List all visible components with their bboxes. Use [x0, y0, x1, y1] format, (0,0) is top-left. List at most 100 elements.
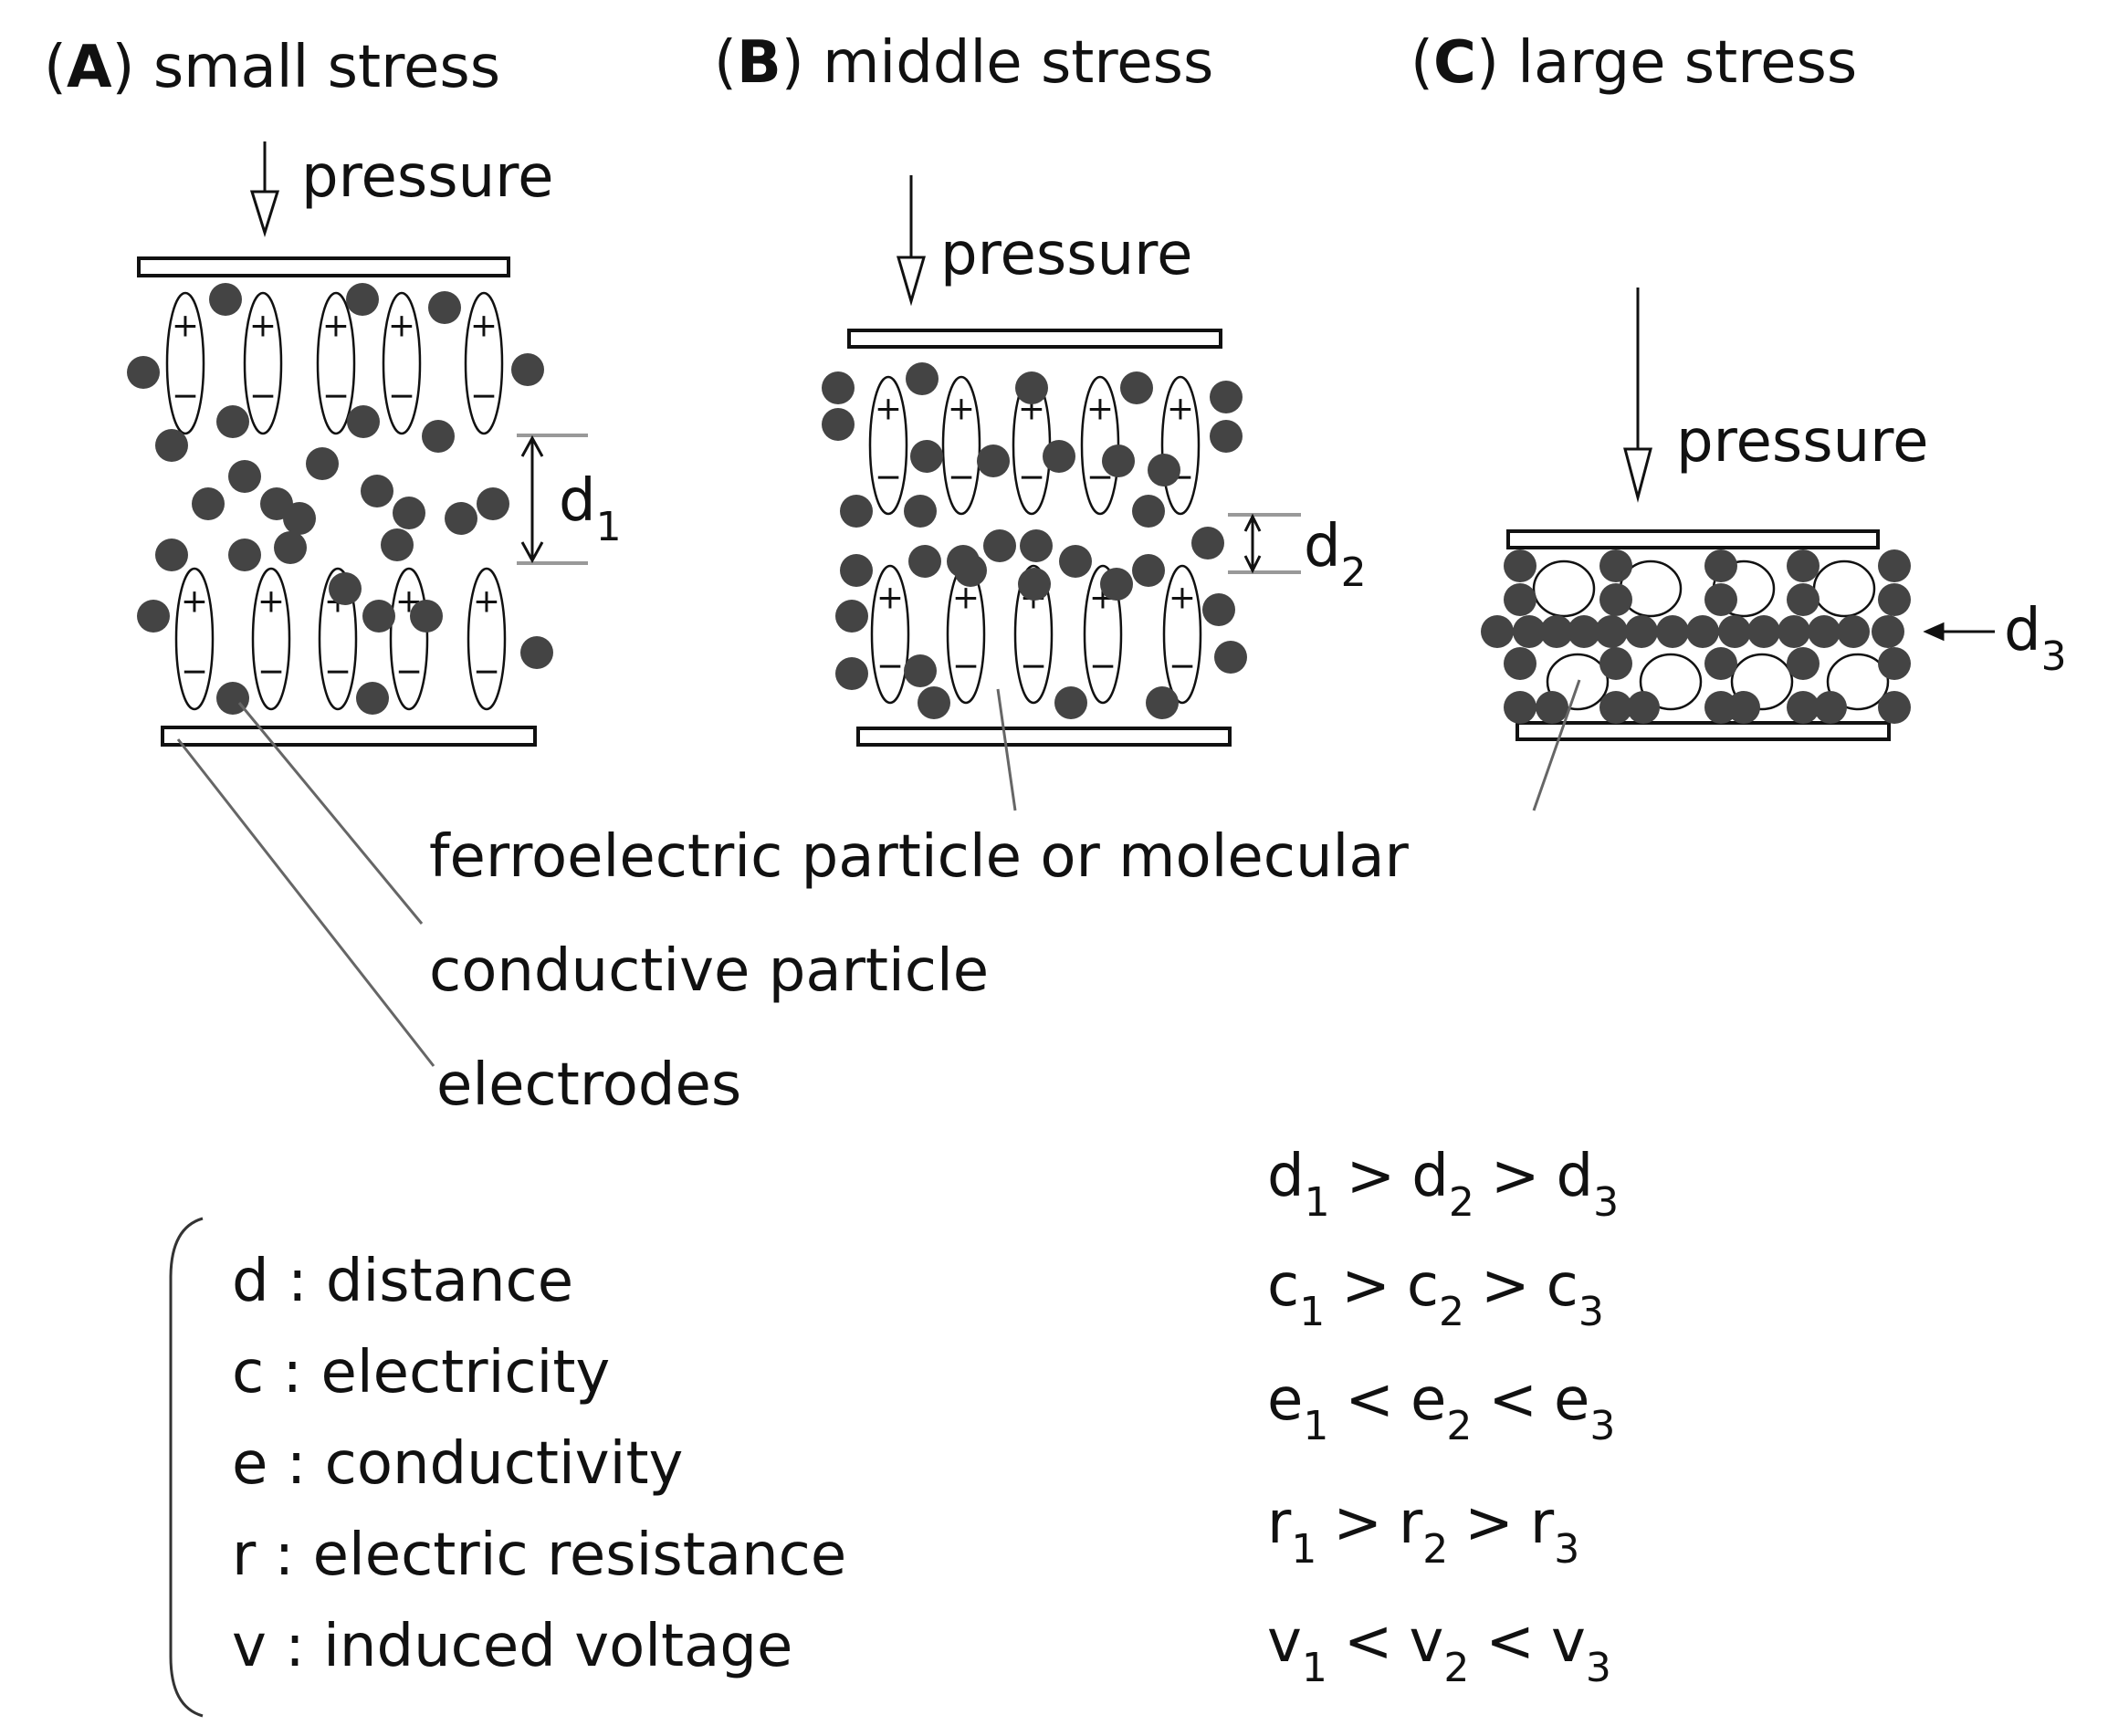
conductive-particle — [1878, 583, 1911, 616]
panel-b-title: (B) middle stress — [714, 29, 1213, 97]
ferroelectric-particle: +− — [1080, 375, 1120, 516]
conductive-particle — [1536, 691, 1568, 724]
leader-lines — [176, 679, 1581, 1067]
minus-sign: − — [322, 378, 350, 415]
conductive-particle — [1059, 545, 1092, 578]
ferroelectric-particle: +− — [941, 375, 981, 516]
conductive-particle — [822, 408, 855, 441]
ferroelectric-particles-a: +−+−+−+−+−+−+−+−+−+− — [165, 291, 507, 711]
conductive-particle — [209, 283, 242, 316]
electrode-bottom-a — [161, 726, 537, 747]
conductive-particle — [228, 460, 261, 493]
conductive-particle — [1214, 641, 1247, 674]
plus-sign: + — [1169, 580, 1196, 617]
legend-bracket — [169, 1217, 204, 1718]
ferroelectric-particle: +− — [165, 291, 205, 435]
minus-sign: − — [324, 654, 351, 691]
pressure-arrow-c — [1623, 288, 1652, 503]
legend-item: r : electric resistance — [232, 1522, 846, 1589]
minus-sign: − — [1169, 648, 1196, 685]
conductive-particle — [1018, 568, 1051, 601]
conductive-particle — [918, 686, 950, 719]
panel-b: pressure +−+−+−+−+−+−+−+−+−+− d2 — [822, 175, 1367, 747]
plus-sign: + — [470, 308, 498, 345]
conductive-particle — [954, 554, 987, 587]
conductive-particle — [393, 497, 425, 529]
conductive-particle — [1704, 691, 1737, 724]
electrode-bottom-b — [856, 727, 1232, 747]
conductive-particle — [306, 447, 339, 480]
ferroelectric-particles-b: +−+−+−+−+−+−+−+−+−+− — [868, 375, 1202, 705]
conductive-particle — [1627, 691, 1660, 724]
ferroelectric-particle: +− — [1162, 564, 1202, 705]
minus-sign: − — [388, 378, 415, 415]
plus-sign: + — [322, 308, 350, 345]
conductive-particle — [1504, 583, 1536, 616]
plus-sign: + — [473, 583, 500, 621]
conductive-particles-a — [127, 283, 553, 715]
ferroelectric-particle: +− — [316, 291, 356, 435]
conductive-particle — [1727, 691, 1760, 724]
conductive-particle — [977, 444, 1010, 477]
conductive-particle — [228, 539, 261, 571]
conductive-particle — [1787, 647, 1820, 680]
minus-sign: − — [875, 459, 902, 497]
minus-sign: − — [1089, 648, 1117, 685]
electrode-top-c — [1506, 529, 1880, 549]
conductive-particles-c — [1481, 549, 1911, 724]
minus-sign: − — [257, 654, 285, 691]
conductive-particle — [1704, 549, 1737, 582]
conductive-particle — [904, 654, 937, 687]
conductive-particle — [1837, 615, 1870, 648]
plus-sign: + — [249, 308, 277, 345]
conductive-particle — [904, 495, 937, 528]
conductive-particle — [1686, 615, 1719, 648]
panel-a: pressure +−+−+−+−+−+−+−+−+−+− d1 — [127, 141, 622, 747]
legend-item: v : induced voltage — [232, 1613, 792, 1680]
conductive-particle — [445, 502, 477, 535]
conductive-particle — [840, 495, 873, 528]
ferroelectric-particle — [1826, 653, 1890, 711]
conductive-particle — [1787, 583, 1820, 616]
ferroelectric-particle — [1532, 559, 1596, 618]
conductive-particle — [1102, 444, 1135, 477]
ferroelectric-particle: +− — [1160, 375, 1201, 516]
conductive-particle — [1148, 454, 1180, 486]
electrode-bottom-c — [1515, 721, 1891, 741]
pressure-arrow-a — [249, 141, 280, 238]
conductive-particle — [1747, 615, 1780, 648]
conductive-particle — [1054, 686, 1087, 719]
legend-item: d : distance — [232, 1248, 573, 1315]
relation-row: e1<e2<e3 — [1267, 1366, 1615, 1449]
conductive-particle — [346, 283, 379, 316]
panel-a-title: (A) small stress — [44, 34, 500, 101]
conductive-particle — [428, 291, 461, 324]
legend: d : distance c : electricity e : conduct… — [232, 1248, 846, 1680]
conductive-particle — [1872, 615, 1904, 648]
conductive-particle — [1599, 583, 1632, 616]
conductive-particle — [1504, 691, 1536, 724]
conductive-particle — [1568, 615, 1600, 648]
conductive-particle — [908, 545, 941, 578]
conductive-particle — [1814, 691, 1847, 724]
conductive-particle — [1625, 615, 1658, 648]
plus-sign: + — [181, 583, 208, 621]
conductive-particle — [1718, 615, 1751, 648]
plus-sign: + — [172, 308, 199, 345]
ferroelectric-particle: +− — [1083, 564, 1123, 705]
conductive-particle — [835, 600, 868, 633]
conductive-particle — [347, 405, 380, 438]
plus-sign: + — [257, 583, 285, 621]
minus-sign: − — [249, 378, 277, 415]
gap-label-a: d1 — [559, 467, 622, 550]
conductive-particle — [1808, 615, 1841, 648]
gap-indicator-c — [1923, 622, 1995, 642]
pressure-arrow-b — [897, 175, 926, 307]
legend-item: c : electricity — [232, 1339, 610, 1407]
conductive-particle — [1481, 615, 1514, 648]
conductive-particle — [983, 529, 1016, 562]
conductive-particle — [835, 657, 868, 690]
conductive-particle — [1787, 549, 1820, 582]
conductive-particle — [155, 539, 188, 571]
conductive-particle — [283, 502, 316, 535]
